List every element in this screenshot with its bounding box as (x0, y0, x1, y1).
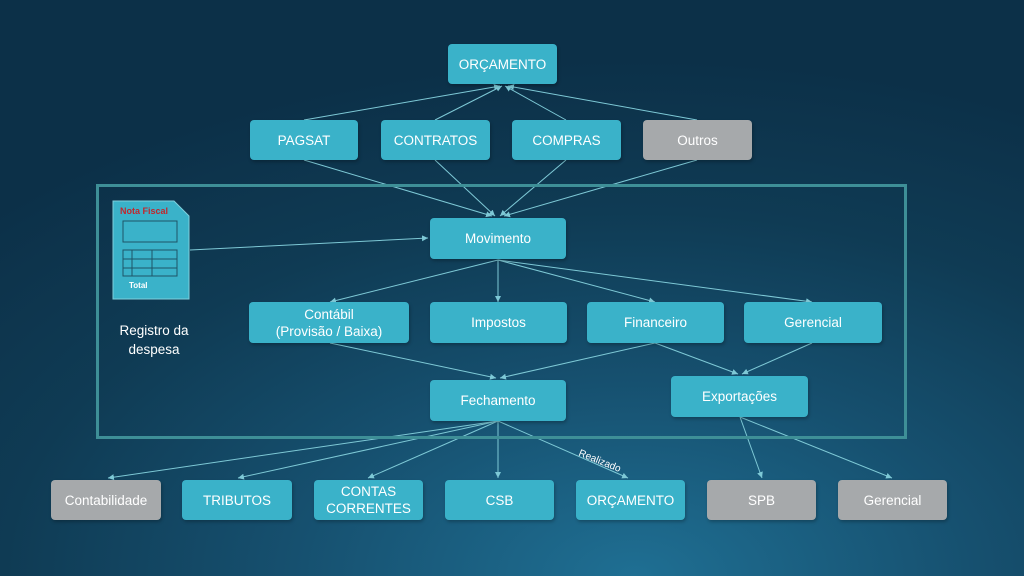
connector-outros-orcamento (507, 84, 698, 121)
note-total: Total (129, 281, 148, 290)
pagsat-box: PAGSAT (250, 120, 358, 160)
connector-pagsat-movimento (303, 159, 493, 218)
invoice-document-icon: Nota Fiscal Total (112, 200, 190, 300)
connector-pagsat-orcamento (303, 84, 501, 121)
connector-movimento-gerencial (497, 259, 813, 305)
note-caption: Registro da despesa (119, 323, 189, 357)
connector-exportacoes-gerencial (739, 416, 893, 479)
connector-exportacoes-spb (739, 416, 763, 479)
contabil-box: Contábil (Provisão / Baixa) (249, 302, 409, 343)
contas-correntes-box: CONTAS CORRENTES (314, 480, 423, 520)
movimento-box: Movimento (430, 218, 566, 259)
process-frame (96, 184, 907, 439)
orcamento-top-box: ORÇAMENTO (448, 44, 557, 84)
connector-fechamento-contabilidade (107, 420, 499, 481)
note-title: Nota Fiscal (120, 206, 168, 216)
connector-note-movimento (189, 235, 429, 251)
connector-outros-movimento (503, 159, 698, 218)
connector-compras-movimento (499, 159, 567, 217)
exportacoes-box: Exportações (671, 376, 808, 417)
spb-box: SPB (707, 480, 816, 520)
connector-fechamento-orcamento (497, 420, 629, 479)
connector-financeiro-exportacoes (654, 342, 739, 375)
impostos-box: Impostos (430, 302, 567, 343)
compras-box: COMPRAS (512, 120, 621, 160)
fechamento-box: Fechamento (430, 380, 566, 421)
connector-fechamento-contas (367, 420, 499, 479)
tributos-box: TRIBUTOS (182, 480, 292, 520)
gerencial-bottom-box: Gerencial (838, 480, 947, 520)
financeiro-box: Financeiro (587, 302, 724, 343)
connector-contratos-movimento (434, 159, 496, 217)
connector-compras-orcamento (504, 85, 567, 121)
csb-box: CSB (445, 480, 554, 520)
orcamento-bottom-box: ORÇAMENTO (576, 480, 685, 520)
connector-fechamento-tributos (237, 420, 499, 480)
connector-financeiro-fechamento (499, 342, 656, 380)
connector-movimento-financeiro (497, 259, 656, 304)
connector-gerencial-exportacoes (741, 342, 813, 375)
contabilidade-box: Contabilidade (51, 480, 161, 520)
outros-box: Outros (643, 120, 752, 160)
gerencial-mid-box: Gerencial (744, 302, 882, 343)
connector-movimento-contabil (329, 259, 499, 304)
connector-contabil-fechamento (329, 342, 497, 380)
contratos-box: CONTRATOS (381, 120, 490, 160)
connector-contratos-orcamento (434, 85, 503, 121)
